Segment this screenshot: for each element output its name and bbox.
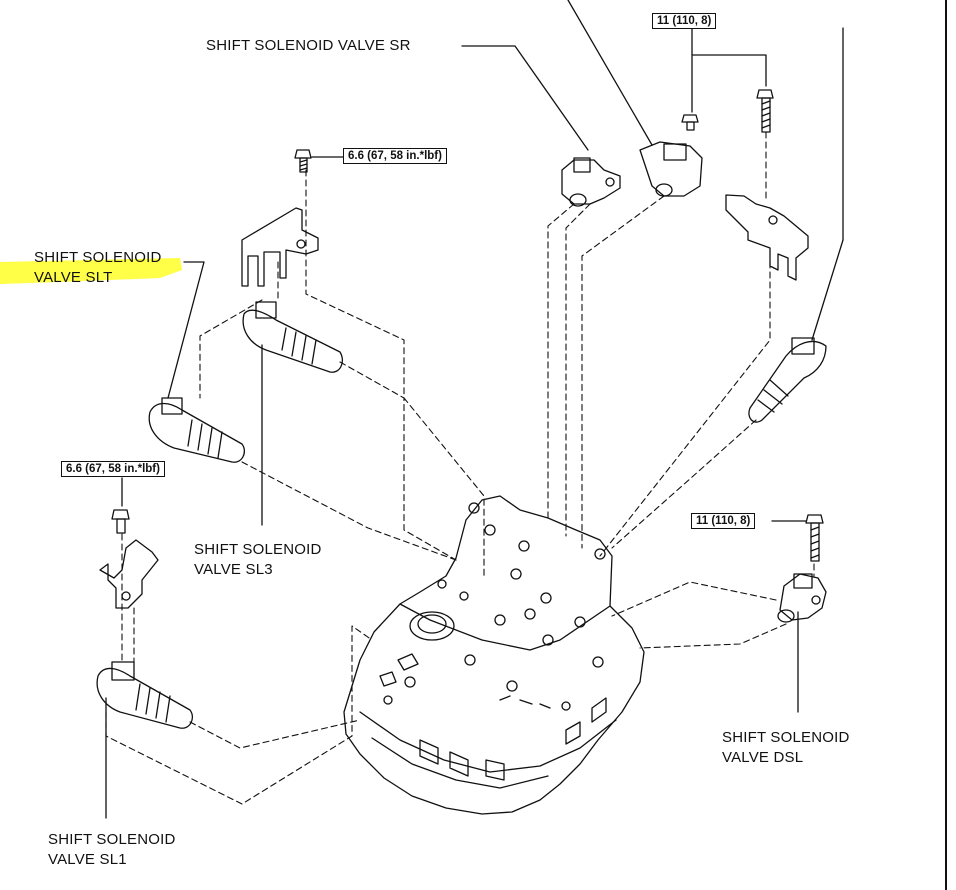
solenoid-slt	[148, 397, 246, 463]
label-sr: SHIFT SOLENOID VALVE SR	[206, 37, 411, 54]
torque-dsl: 11 (110, 8)	[691, 513, 756, 529]
solenoid-right	[748, 337, 827, 423]
bolt-bracket-lower	[111, 509, 130, 534]
bracket-lower	[99, 539, 159, 609]
bolt-dsl	[805, 514, 824, 562]
bracket-right	[725, 194, 809, 281]
label-sl3: SHIFT SOLENOID VALVE SL3	[194, 541, 322, 578]
leader-slt	[167, 261, 205, 399]
leader-sr	[461, 45, 589, 151]
label-dsl: SHIFT SOLENOID VALVE DSL	[722, 729, 850, 766]
label-slt: SHIFT SOLENOID VALVE SLT	[34, 249, 162, 286]
bracket-upper	[241, 207, 319, 287]
valve-body	[343, 495, 645, 815]
bolt-bracket-upper	[294, 149, 312, 173]
assembly-lines	[105, 131, 815, 805]
bolt-top-right	[756, 89, 774, 133]
leader-right-b	[811, 239, 844, 341]
solenoid-sl1	[96, 661, 194, 729]
solenoid-sr	[561, 157, 621, 207]
torque-bracket-lower: 6.6 (67, 58 in.*lbf)	[61, 461, 165, 477]
torque-top-right: 11 (110, 8)	[652, 13, 717, 29]
solenoid-s4	[639, 141, 703, 197]
bolt-small-top	[681, 114, 699, 131]
leader-top	[567, 0, 653, 146]
solenoid-sl3	[242, 301, 344, 373]
leader-tq-top	[691, 27, 767, 87]
solenoid-dsl	[777, 573, 827, 623]
label-sl1: SHIFT SOLENOID VALVE SL1	[48, 831, 176, 868]
torque-bracket-upper: 6.6 (67, 58 in.*lbf)	[343, 148, 447, 164]
